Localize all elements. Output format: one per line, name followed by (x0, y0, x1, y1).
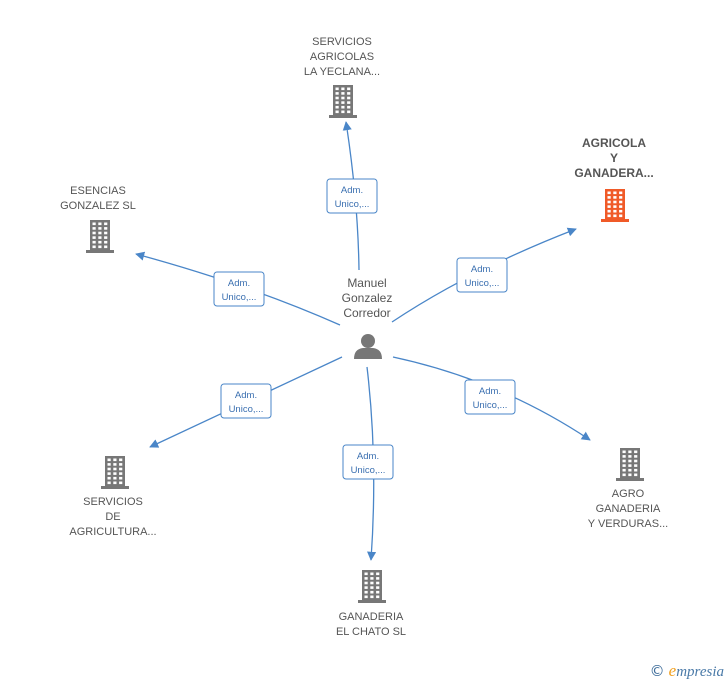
person-name-line: Gonzalez (342, 291, 393, 305)
company-name-line: GONZALEZ SL (60, 200, 136, 212)
company-name-line: GANADERA... (574, 166, 653, 180)
company-node-servicios-agricolas[interactable]: SERVICIOS AGRICOLAS LA YECLANA... (304, 36, 380, 118)
relation-box-frame (213, 271, 265, 307)
company-name-line: Y VERDURAS... (588, 518, 669, 530)
relation-label: Unico,... (473, 400, 508, 411)
relation-box-agro-ganaderia[interactable]: Adm. Unico,... (464, 379, 516, 415)
company-name-line: GANADERIA (339, 611, 404, 623)
building-icon (101, 456, 129, 489)
company-name-line: AGRICULTURA... (69, 526, 156, 538)
person-icon (354, 334, 382, 359)
building-icon (358, 570, 386, 603)
relation-label: Adm. (235, 390, 257, 401)
company-name-line: ESENCIAS (70, 185, 126, 197)
company-name-line: SERVICIOS (83, 496, 143, 508)
person-name-line: Corredor (343, 306, 390, 320)
brand-name: mpresia (676, 664, 724, 680)
relation-box-frame (220, 383, 272, 419)
company-name-line: DE (105, 511, 120, 523)
relation-label: Unico,... (465, 278, 500, 289)
company-name-line: LA YECLANA... (304, 66, 380, 78)
relation-box-frame (464, 379, 516, 415)
company-name-line: EL CHATO SL (336, 626, 406, 638)
relation-label: Adm. (341, 185, 363, 196)
relation-label: Unico,... (335, 199, 370, 210)
relation-label: Unico,... (229, 404, 264, 415)
building-icon (86, 220, 114, 253)
building-icon (616, 448, 644, 481)
company-name-line: AGRO (612, 488, 645, 500)
company-name-line: GANADERIA (596, 503, 661, 515)
copyright-symbol: © (649, 662, 665, 680)
company-name-line: SERVICIOS (312, 36, 372, 48)
relation-label: Adm. (228, 278, 250, 289)
relation-box-servicios-agricultura[interactable]: Adm. Unico,... (220, 383, 272, 419)
relation-box-frame (342, 444, 394, 480)
brand-initial: e (668, 661, 677, 680)
relation-box-agricola-ganadera[interactable]: Adm. Unico,... (456, 257, 508, 293)
relation-box-servicios-agricolas[interactable]: Adm. Unico,... (326, 178, 378, 214)
relation-label: Adm. (471, 264, 493, 275)
company-node-ganaderia-el-chato[interactable]: GANADERIA EL CHATO SL (336, 570, 406, 638)
company-node-agricola-ganadera[interactable]: AGRICOLAYGANADERA... (574, 136, 654, 222)
relation-label: Adm. (357, 451, 379, 462)
company-name-line: AGRICOLAS (310, 51, 374, 63)
person-name-line: Manuel (347, 276, 386, 290)
brand-footer: ©empresia (650, 661, 724, 681)
company-node-agro-ganaderia[interactable]: AGRO GANADERIA Y VERDURAS... (588, 448, 669, 530)
relation-label: Unico,... (222, 292, 257, 303)
relation-label: Unico,... (351, 465, 386, 476)
company-node-esencias-gonzalez[interactable]: ESENCIAS GONZALEZ SL (60, 185, 136, 253)
company-node-servicios-agricultura[interactable]: SERVICIOS DE AGRICULTURA... (69, 456, 157, 538)
relation-box-frame (456, 257, 508, 293)
relation-label: Adm. (479, 386, 501, 397)
building-icon (601, 189, 629, 222)
company-name-line: Y (610, 151, 618, 165)
relation-box-ganaderia-el-chato[interactable]: Adm. Unico,... (342, 444, 394, 480)
relation-box-esencias-gonzalez[interactable]: Adm. Unico,... (213, 271, 265, 307)
building-icon (329, 85, 357, 118)
relation-box-frame (326, 178, 378, 214)
company-name-line: AGRICOLA (582, 136, 646, 150)
